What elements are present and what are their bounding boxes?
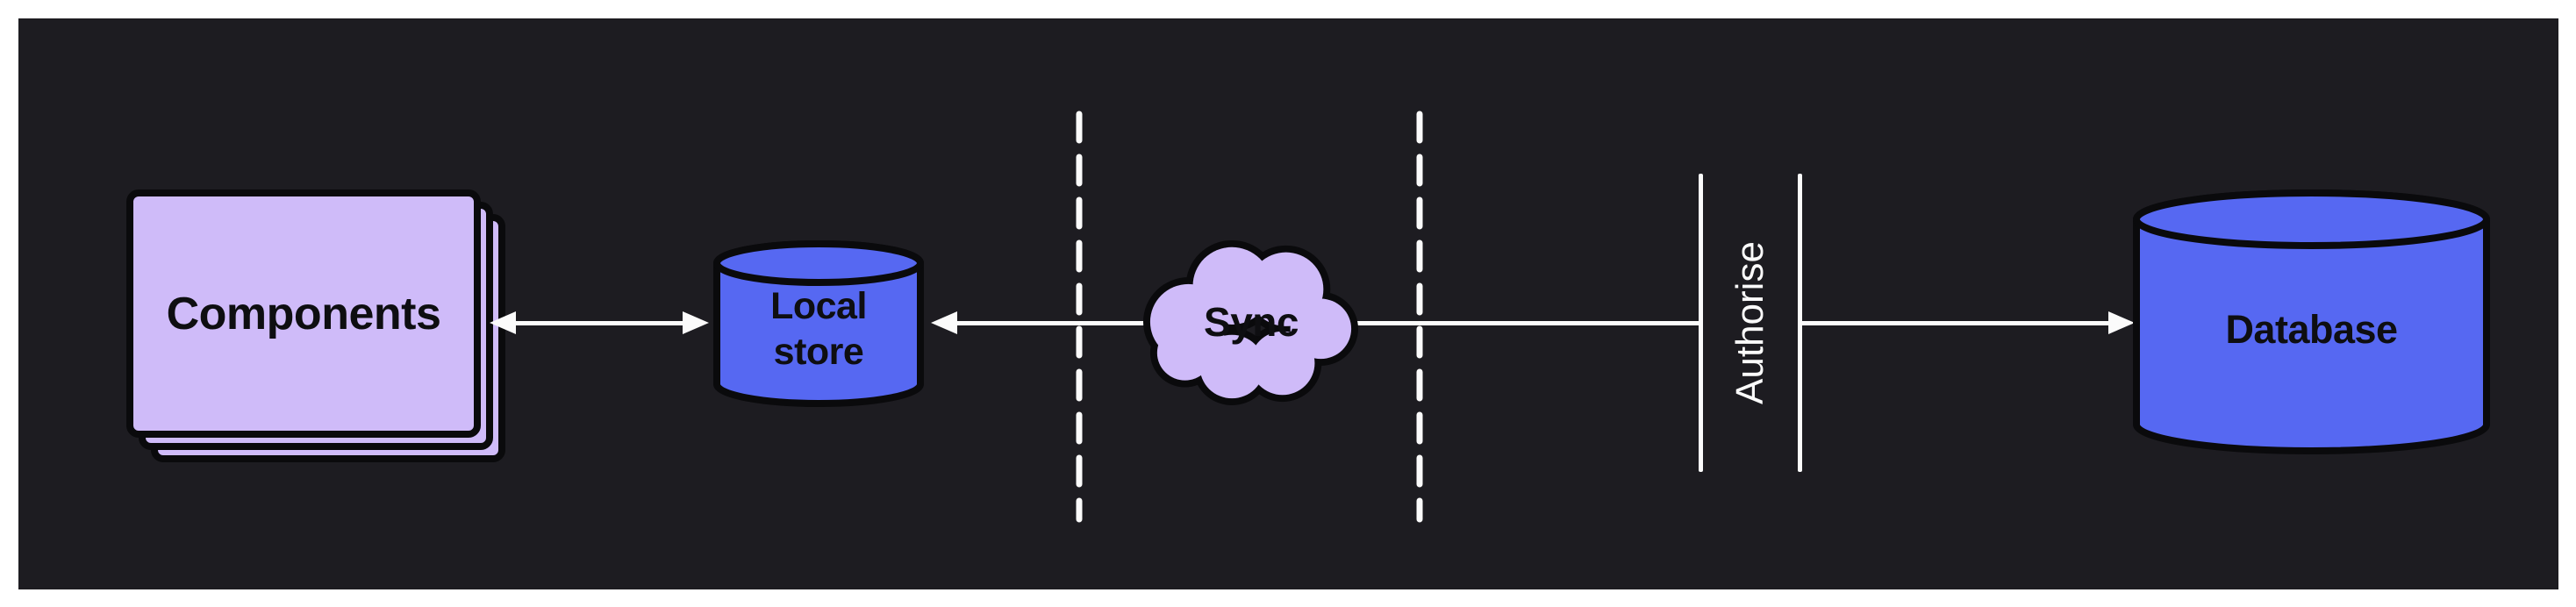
sync-node [1142,239,1359,406]
components-node: Components [126,189,481,438]
diagram-panel: Components Local store [18,18,2558,589]
authorise-database-arrow [1800,311,2135,334]
sync-authorise-line [1352,321,1703,325]
boundary-dashed-line-right [1416,111,1423,523]
local-store-node [713,240,924,407]
components-label: Components [166,288,441,339]
arrowhead-right-icon [2108,311,2135,334]
arrowhead-left-icon [931,311,957,334]
sync-localstore-arrow [931,311,1146,334]
authorise-gate-line-right [1798,174,1802,472]
boundary-dashed-line-left [1076,111,1083,523]
authorise-label: Authorise [1728,241,1771,404]
authorise-gate-line-left [1699,174,1703,472]
components-localstore-arrow [490,311,709,334]
arrowhead-left-icon [490,311,516,334]
database-node [2133,189,2490,454]
arrowhead-right-icon [683,311,709,334]
cloud-fill [1149,246,1352,399]
